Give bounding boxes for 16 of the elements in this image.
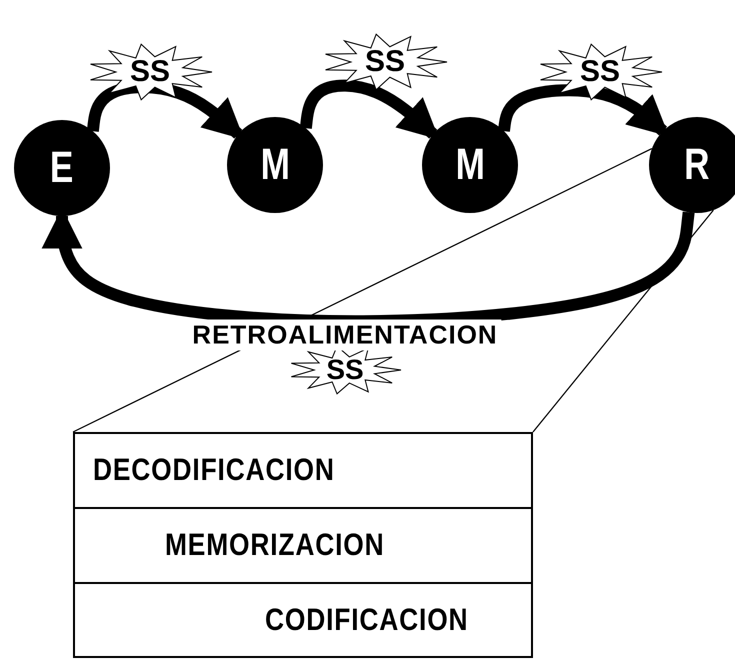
node-letter: M [260,140,290,190]
node-letter: E [50,143,74,193]
row-label: CODIFICACION [265,602,468,638]
edge-label: SS [364,45,406,79]
node-letter: R [684,140,710,190]
starburst-label: SS [326,354,364,386]
row-label: MEMORIZACION [165,527,385,563]
projection-line [72,148,652,433]
projection-line [532,210,714,432]
node-letter: M [455,140,485,190]
stacked-box [73,432,533,658]
row-label: DECODIFICACION [93,452,335,488]
edge-label: SS [580,55,620,89]
curved-arrow [498,84,670,137]
curved-arrow [300,80,440,140]
edge-label: SS [130,55,170,89]
